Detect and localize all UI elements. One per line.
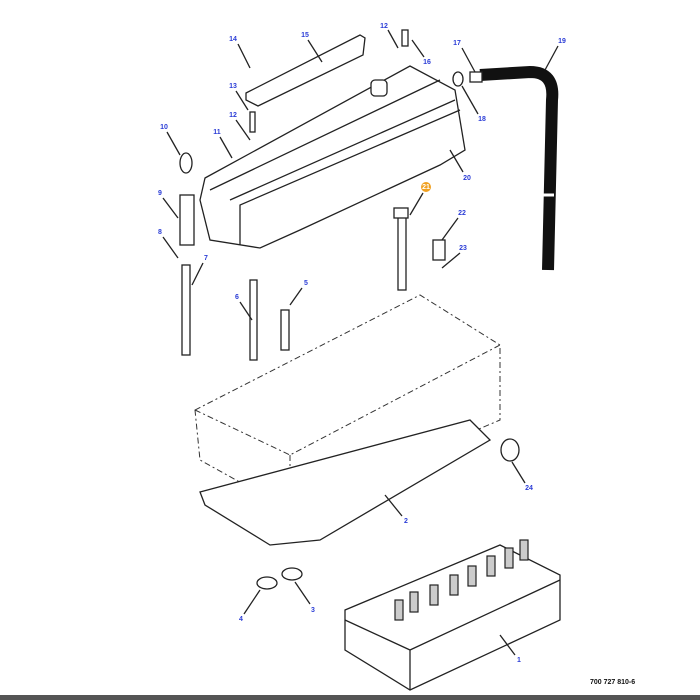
callout-20[interactable]: 20 xyxy=(463,175,471,182)
bracket xyxy=(245,34,366,107)
callout-21[interactable]: 21 xyxy=(422,184,430,191)
callout-13[interactable]: 13 xyxy=(229,83,237,90)
callout-22[interactable]: 22 xyxy=(458,210,466,217)
callout-16[interactable]: 16 xyxy=(423,59,431,66)
callout-labels: 14 15 12 16 17 19 18 13 12 10 11 20 21 9… xyxy=(158,23,566,664)
callout-8[interactable]: 8 xyxy=(158,229,162,236)
callout-12[interactable]: 12 xyxy=(380,23,388,30)
breather-hose xyxy=(479,65,559,271)
oil-filler-neck xyxy=(370,79,388,97)
callout-14[interactable]: 14 xyxy=(229,36,237,43)
callout-12b[interactable]: 12 xyxy=(229,112,237,119)
callout-11[interactable]: 11 xyxy=(213,129,221,136)
callout-10[interactable]: 10 xyxy=(160,124,168,131)
head-gasket xyxy=(199,419,492,546)
callout-17[interactable]: 17 xyxy=(453,40,461,47)
callout-23[interactable]: 23 xyxy=(459,245,467,252)
callout-5[interactable]: 5 xyxy=(304,280,308,287)
callout-24[interactable]: 24 xyxy=(525,485,533,492)
highlight-marker xyxy=(421,182,431,192)
cylinder-head-small xyxy=(344,544,561,691)
callout-9[interactable]: 9 xyxy=(158,190,162,197)
callout-1[interactable]: 1 xyxy=(517,657,521,664)
callout-18[interactable]: 18 xyxy=(478,116,486,123)
callout-6[interactable]: 6 xyxy=(235,294,239,301)
callout-2[interactable]: 2 xyxy=(404,518,408,525)
bottom-bar xyxy=(0,695,700,700)
rocker-cover xyxy=(199,65,466,249)
callout-4[interactable]: 4 xyxy=(239,616,243,623)
callout-15[interactable]: 15 xyxy=(301,32,309,39)
callout-3[interactable]: 3 xyxy=(311,607,315,614)
callout-19[interactable]: 19 xyxy=(558,38,566,45)
drawing-code: 700 727 810-6 xyxy=(590,679,636,686)
callout-7[interactable]: 7 xyxy=(204,255,208,262)
